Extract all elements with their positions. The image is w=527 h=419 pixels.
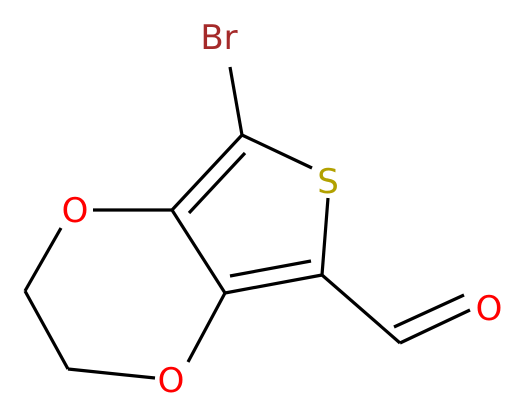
bonds (23, 66, 471, 380)
bond-c7a-c4a (170, 209, 227, 294)
atom-br-label: Br (200, 18, 237, 58)
atom-o-aldehyde-label: O (476, 289, 503, 329)
atom-s-label: S (317, 162, 339, 202)
bond-c4a-c5-inner (229, 259, 312, 278)
bond-c2-c3 (23, 290, 70, 370)
bond-c4a-c5 (224, 273, 323, 295)
bond-o2-c4a (186, 292, 227, 363)
bond-c7-br (228, 66, 244, 136)
bond-c7-c7a-inner (187, 151, 247, 215)
bond-c3-o2 (67, 367, 156, 380)
atom-labels: Br S O O O (62, 18, 503, 401)
bond-cho-o (399, 308, 471, 345)
bond-cho-o-inner (393, 293, 465, 329)
bond-c7-c7a (170, 133, 244, 212)
bond-o1-c2 (23, 227, 63, 292)
atom-o-ring-upper-label: O (62, 191, 89, 231)
atom-o-ring-lower-label: O (158, 361, 185, 401)
bond-s-c5 (320, 197, 330, 276)
bond-c7-s (241, 133, 313, 170)
bond-c5-cho (320, 273, 402, 345)
